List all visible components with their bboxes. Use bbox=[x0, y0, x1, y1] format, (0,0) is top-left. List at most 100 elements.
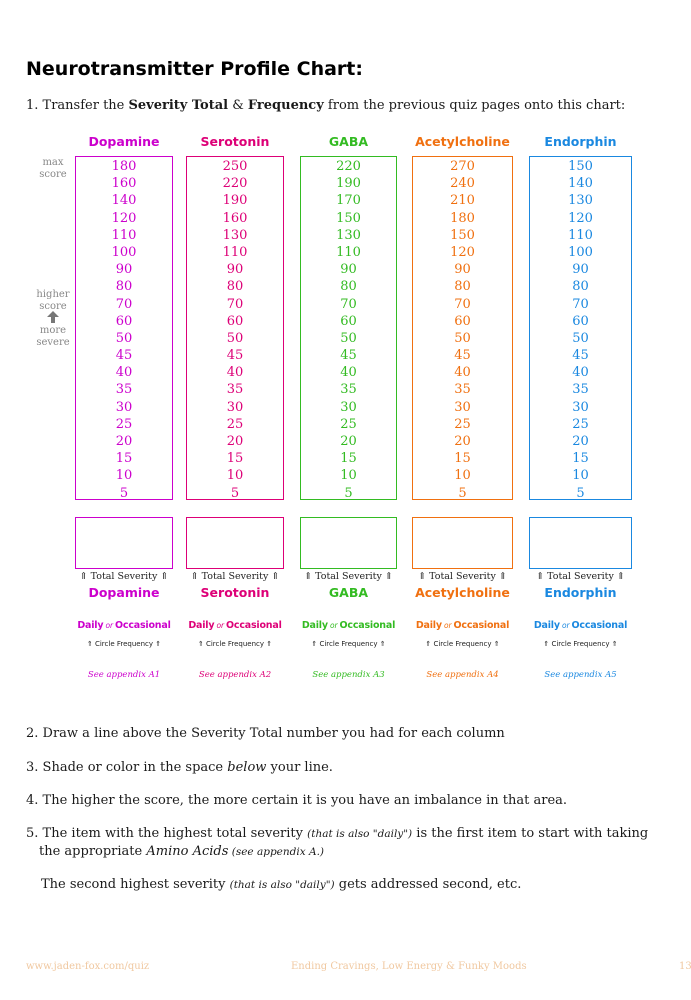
score-value[interactable]: 15 bbox=[340, 451, 357, 467]
score-value[interactable]: 40 bbox=[454, 365, 471, 381]
occasional-option[interactable]: Occasional bbox=[226, 620, 282, 631]
score-value[interactable]: 5 bbox=[230, 485, 240, 501]
score-value[interactable]: 45 bbox=[572, 348, 589, 364]
score-value[interactable]: 30 bbox=[115, 399, 133, 415]
score-value[interactable]: 10 bbox=[340, 468, 357, 484]
daily-option[interactable]: Daily bbox=[77, 620, 104, 631]
score-value[interactable]: 60 bbox=[572, 313, 589, 329]
score-value[interactable]: 10 bbox=[572, 468, 589, 484]
score-value[interactable]: 5 bbox=[576, 485, 585, 501]
score-value[interactable]: 10 bbox=[226, 468, 244, 484]
score-value[interactable]: 25 bbox=[226, 416, 244, 432]
score-value[interactable]: 130 bbox=[222, 227, 248, 243]
score-value[interactable]: 150 bbox=[450, 227, 475, 243]
total-severity-box-serotonin[interactable] bbox=[186, 517, 284, 569]
score-value[interactable]: 40 bbox=[340, 365, 357, 381]
score-value[interactable]: 50 bbox=[572, 330, 589, 346]
score-value[interactable]: 50 bbox=[454, 330, 471, 346]
occasional-option[interactable]: Occasional bbox=[453, 620, 510, 631]
appendix-link-endorphin[interactable]: See appendix A5 bbox=[544, 670, 617, 680]
frequency-choice-acetylcholine[interactable]: Daily or Occasional bbox=[403, 620, 523, 631]
score-value[interactable]: 160 bbox=[222, 210, 248, 226]
score-value[interactable]: 70 bbox=[340, 296, 357, 312]
score-value[interactable]: 80 bbox=[454, 279, 471, 295]
score-value[interactable]: 50 bbox=[115, 330, 133, 346]
score-value[interactable]: 270 bbox=[450, 159, 475, 174]
frequency-choice-endorphin[interactable]: Daily or Occasional bbox=[521, 620, 641, 631]
score-value[interactable]: 35 bbox=[115, 382, 133, 398]
daily-option[interactable]: Daily bbox=[533, 620, 560, 631]
score-value[interactable]: 140 bbox=[568, 176, 593, 192]
score-value[interactable]: 220 bbox=[336, 159, 361, 174]
score-value[interactable]: 40 bbox=[226, 365, 244, 381]
score-value[interactable]: 150 bbox=[568, 159, 593, 174]
score-value[interactable]: 20 bbox=[340, 434, 357, 449]
score-value[interactable]: 60 bbox=[454, 313, 471, 329]
score-value[interactable]: 140 bbox=[111, 193, 137, 209]
score-value[interactable]: 5 bbox=[458, 485, 467, 501]
score-value[interactable]: 90 bbox=[115, 262, 133, 278]
frequency-choice-gaba[interactable]: Daily or Occasional bbox=[289, 620, 409, 631]
score-value[interactable]: 35 bbox=[572, 382, 589, 398]
score-value[interactable]: 70 bbox=[454, 296, 471, 312]
frequency-choice-serotonin[interactable]: Daily or Occasional bbox=[175, 620, 295, 631]
score-value[interactable]: 190 bbox=[222, 193, 248, 209]
score-value[interactable]: 30 bbox=[340, 399, 357, 415]
score-value[interactable]: 25 bbox=[115, 416, 133, 432]
score-value[interactable]: 10 bbox=[115, 468, 133, 484]
score-value[interactable]: 10 bbox=[454, 468, 471, 484]
score-value[interactable]: 190 bbox=[336, 176, 361, 192]
score-value[interactable]: 30 bbox=[454, 399, 471, 415]
score-value[interactable]: 70 bbox=[226, 296, 244, 312]
score-value[interactable]: 70 bbox=[115, 296, 133, 312]
score-value[interactable]: 80 bbox=[115, 279, 133, 295]
score-value[interactable]: 210 bbox=[450, 193, 475, 209]
daily-option[interactable]: Daily bbox=[188, 620, 215, 631]
score-value[interactable]: 15 bbox=[454, 451, 471, 467]
score-value[interactable]: 220 bbox=[222, 176, 248, 192]
occasional-option[interactable]: Occasional bbox=[571, 620, 628, 631]
score-value[interactable]: 160 bbox=[111, 176, 137, 192]
appendix-link-acetylcholine[interactable]: See appendix A4 bbox=[426, 670, 499, 680]
score-value[interactable]: 20 bbox=[115, 434, 133, 449]
score-value[interactable]: 25 bbox=[454, 416, 471, 432]
score-value[interactable]: 110 bbox=[568, 227, 593, 243]
daily-option[interactable]: Daily bbox=[415, 620, 442, 631]
score-value[interactable]: 35 bbox=[454, 382, 471, 398]
score-value[interactable]: 90 bbox=[340, 262, 357, 278]
score-value[interactable]: 45 bbox=[226, 348, 244, 364]
score-value[interactable]: 20 bbox=[572, 434, 589, 449]
score-value[interactable]: 90 bbox=[572, 262, 589, 278]
score-value[interactable]: 60 bbox=[340, 313, 357, 329]
score-value[interactable]: 100 bbox=[568, 244, 593, 260]
score-value[interactable]: 40 bbox=[115, 365, 133, 381]
score-value[interactable]: 45 bbox=[115, 348, 133, 364]
score-value[interactable]: 90 bbox=[226, 262, 244, 278]
score-value[interactable]: 120 bbox=[568, 210, 593, 226]
score-value[interactable]: 15 bbox=[572, 451, 589, 467]
score-value[interactable]: 15 bbox=[115, 451, 133, 467]
score-value[interactable]: 45 bbox=[340, 348, 357, 364]
score-value[interactable]: 90 bbox=[454, 262, 471, 278]
score-value[interactable]: 20 bbox=[226, 434, 244, 449]
score-value[interactable]: 240 bbox=[450, 176, 475, 192]
score-value[interactable]: 20 bbox=[454, 434, 471, 449]
occasional-option[interactable]: Occasional bbox=[115, 620, 171, 631]
score-value[interactable]: 15 bbox=[226, 451, 244, 467]
score-value[interactable]: 120 bbox=[450, 244, 475, 260]
score-value[interactable]: 80 bbox=[572, 279, 589, 295]
score-value[interactable]: 30 bbox=[572, 399, 589, 415]
score-value[interactable]: 170 bbox=[336, 193, 361, 209]
score-value[interactable]: 80 bbox=[226, 279, 244, 295]
daily-option[interactable]: Daily bbox=[301, 620, 328, 631]
score-value[interactable]: 30 bbox=[226, 399, 244, 415]
score-value[interactable]: 25 bbox=[572, 416, 589, 432]
score-value[interactable]: 130 bbox=[336, 227, 361, 243]
score-value[interactable]: 110 bbox=[111, 227, 137, 243]
total-severity-box-endorphin[interactable] bbox=[529, 517, 632, 569]
score-value[interactable]: 25 bbox=[340, 416, 357, 432]
